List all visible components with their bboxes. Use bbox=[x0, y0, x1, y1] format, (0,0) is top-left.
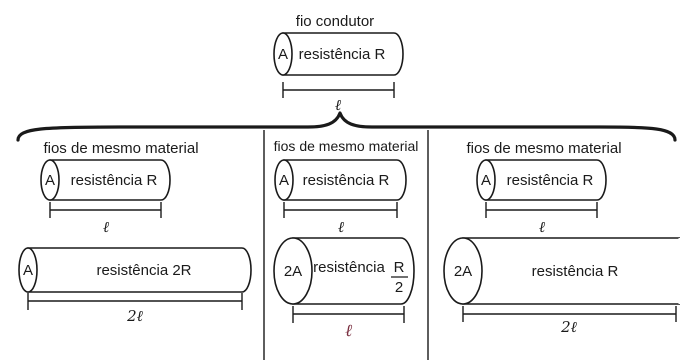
panel-1-title: fios de mesmo material bbox=[43, 140, 198, 157]
panel-1-variant-area: A bbox=[23, 262, 33, 279]
panel-1: fios de mesmo material A resistência R ℓ… bbox=[18, 140, 252, 325]
original-resistance-label: resistência R bbox=[299, 46, 386, 63]
panel-3-reference-length-bracket bbox=[485, 202, 598, 218]
panel-1-reference-resistance: resistência R bbox=[71, 172, 158, 189]
panel-1-reference-area: A bbox=[45, 172, 55, 189]
original-length-bracket bbox=[282, 82, 395, 98]
panel-1-variant-resistance: resistência 2R bbox=[96, 262, 191, 279]
header-caption: fio condutor bbox=[296, 13, 374, 30]
panel-2-reference-area: A bbox=[279, 172, 289, 189]
panel-2-variant-fraction-numerator: R bbox=[394, 259, 405, 276]
panel-3-reference-length: ℓ bbox=[539, 218, 545, 236]
panel-3-variant-length: 2ℓ bbox=[560, 318, 577, 336]
panel-2: fios de mesmo material A resistência R ℓ… bbox=[273, 138, 419, 341]
panel-2-reference-length-bracket bbox=[283, 202, 398, 218]
original-wire-cylinder bbox=[273, 32, 404, 76]
panel-2-title: fios de mesmo material bbox=[274, 138, 419, 154]
panel-3-reference-resistance: resistência R bbox=[507, 172, 594, 189]
original-area-label: A bbox=[278, 46, 288, 63]
original-conductor: fio condutor A resistência R ℓ bbox=[273, 13, 404, 114]
panel-1-reference-wire bbox=[40, 159, 171, 201]
panel-2-variant-length-bracket bbox=[292, 306, 405, 323]
panel-2-variant-fraction-denominator: 2 bbox=[395, 279, 403, 296]
panel-1-reference-length: ℓ bbox=[103, 218, 109, 236]
panel-2-reference-wire bbox=[274, 159, 407, 201]
panel-1-reference-length-bracket bbox=[49, 202, 162, 218]
panel-3-reference-area: A bbox=[481, 172, 491, 189]
panel-1-variant-wire bbox=[18, 247, 252, 293]
panel-3: fios de mesmo material A resistência R ℓ… bbox=[443, 140, 680, 336]
panel-2-variant-area: 2A bbox=[284, 263, 302, 280]
panel-2-reference-length: ℓ bbox=[338, 218, 344, 236]
curly-brace bbox=[16, 111, 677, 142]
panel-3-variant-area: 2A bbox=[454, 263, 472, 280]
panel-2-variant-wire bbox=[273, 237, 415, 305]
panel-3-reference-wire bbox=[476, 159, 607, 201]
panel-2-variant-length: ℓ bbox=[345, 321, 352, 341]
panel-3-variant-wire bbox=[443, 237, 680, 305]
panel-3-title: fios de mesmo material bbox=[466, 140, 621, 157]
original-length-label: ℓ bbox=[335, 96, 341, 114]
panel-2-reference-resistance: resistência R bbox=[303, 172, 390, 189]
panel-1-variant-length: 2ℓ bbox=[126, 307, 143, 325]
panel-3-variant-length-bracket bbox=[462, 306, 677, 322]
panel-3-variant-resistance: resistência R bbox=[532, 263, 619, 280]
panel-2-variant-resistance: resistência bbox=[313, 259, 385, 276]
panel-1-variant-length-bracket bbox=[27, 293, 243, 310]
